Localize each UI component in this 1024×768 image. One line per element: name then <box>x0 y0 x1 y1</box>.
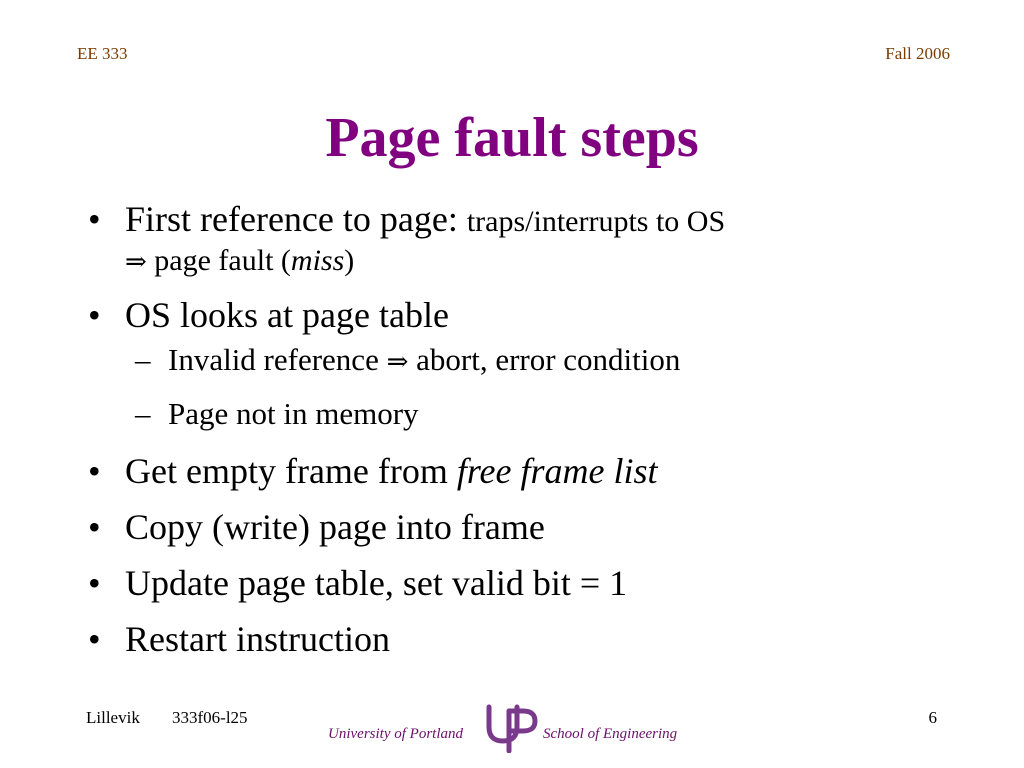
sub-bullet-text: Page not in memory <box>168 396 419 431</box>
sub-bullet-dash: – <box>135 396 151 431</box>
university-name: University of Portland <box>328 726 463 742</box>
bullet-restart: • Restart instruction <box>88 618 968 660</box>
bullet-update-table: • Update page table, set valid bit = 1 <box>88 562 968 604</box>
sub-bullet-dash: – <box>135 342 151 377</box>
continuation-close: ) <box>344 244 355 277</box>
bullet-empty-frame: • Get empty frame from free frame list <box>88 450 968 492</box>
bullet-detail: traps/interrupts to OS <box>466 205 726 238</box>
bullet-list: • First reference to page: traps/interru… <box>88 198 968 674</box>
bullet-text: Restart instruction <box>125 619 390 659</box>
sub-bullet-invalid: – Invalid reference ⇒ abort, error condi… <box>135 342 968 380</box>
sub-bullet-after: abort, error condition <box>408 342 681 377</box>
bullet-emphasis: free frame list <box>456 451 658 491</box>
continuation-emphasis: miss <box>290 244 345 277</box>
header-course: EE 333 <box>77 44 128 63</box>
sub-bullet-text: Invalid reference <box>168 342 387 377</box>
footer-author: Lillevik <box>86 708 140 727</box>
bullet-dot: • <box>88 619 101 659</box>
school-name: School of Engineering <box>543 726 678 742</box>
bullet-dot: • <box>88 199 101 239</box>
bullet-copy-page: • Copy (write) page into frame <box>88 506 968 548</box>
bullet-text: Update page table, set valid bit = 1 <box>125 563 628 603</box>
bullet-dot: • <box>88 507 101 547</box>
bullet-text: Get empty frame from <box>125 451 457 491</box>
bullet-dot: • <box>88 563 101 603</box>
continuation-text: page fault ( <box>146 244 291 277</box>
sub-bullet-list: – Invalid reference ⇒ abort, error condi… <box>135 342 968 432</box>
bullet-first-reference: • First reference to page: traps/interru… <box>88 198 968 280</box>
implies-arrow-icon: ⇒ <box>125 247 147 277</box>
up-monogram-logo-icon <box>486 704 538 753</box>
slide-title: Page fault steps <box>325 107 699 169</box>
sub-bullet-not-in-memory: – Page not in memory <box>135 396 968 432</box>
footer-page-number: 6 <box>928 708 938 727</box>
footer-branding: University of Portland School of Enginee… <box>328 701 698 753</box>
implies-arrow-icon: ⇒ <box>386 347 409 377</box>
bullet-continuation: ⇒ page fault (miss) <box>125 243 968 280</box>
header-term: Fall 2006 <box>885 44 950 63</box>
bullet-dot: • <box>88 295 101 335</box>
bullet-os-looks: • OS looks at page table <box>88 294 968 336</box>
bullet-dot: • <box>88 451 101 491</box>
footer-code: 333f06-l25 <box>172 708 248 727</box>
bullet-text: First reference to page: <box>125 199 467 239</box>
bullet-text: OS looks at page table <box>125 295 449 335</box>
bullet-text: Copy (write) page into frame <box>125 507 545 547</box>
